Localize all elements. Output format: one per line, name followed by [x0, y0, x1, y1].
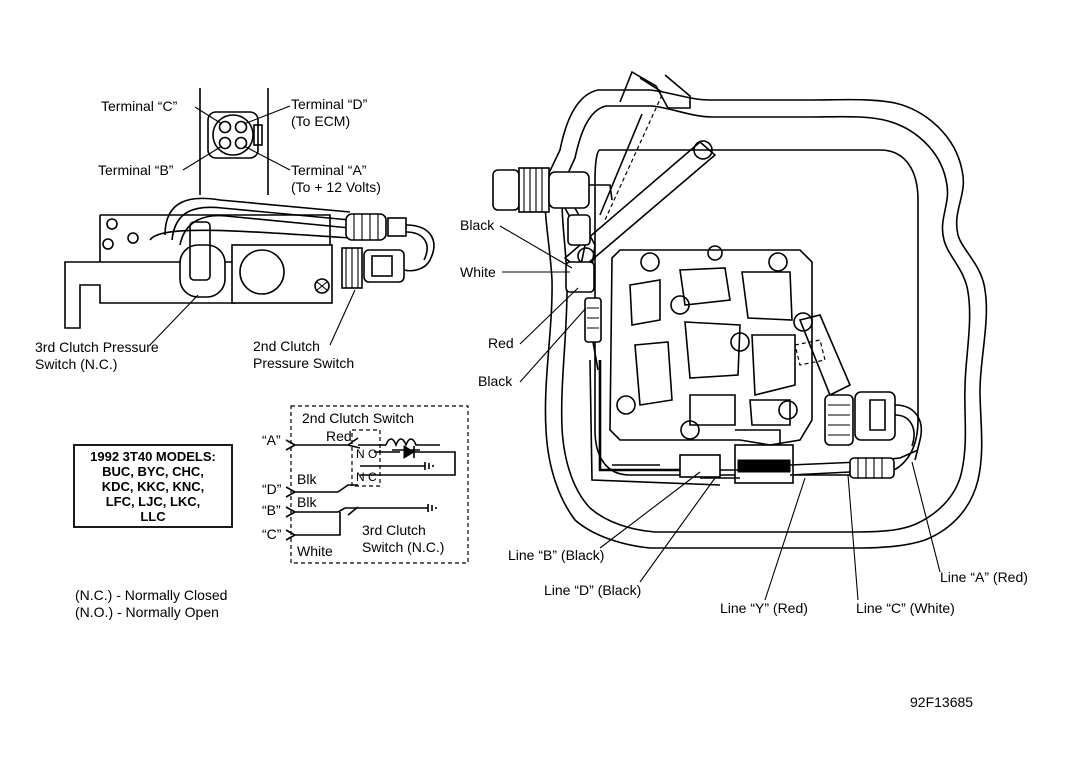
terminal-d-label: Terminal “D” — [291, 96, 368, 112]
models-box: 1992 3T40 MODELS: BUC, BYC, CHC, KDC, KK… — [73, 444, 233, 528]
schematic-wire-white: White — [297, 543, 333, 559]
terminal-c-label: Terminal “C” — [101, 98, 178, 114]
wire-white: White — [460, 264, 496, 280]
line-b-label: Line “B” (Black) — [508, 547, 604, 563]
schematic-term-d: “D” — [262, 481, 282, 497]
wire-leader-lines — [499, 225, 941, 601]
connector-end-view — [182, 88, 291, 195]
terminal-a-note: (To + 12 Volts) — [291, 179, 381, 195]
models-line-2: KDC, KKC, KNC, — [102, 479, 205, 494]
terminal-a-label: Terminal “A” — [291, 162, 367, 178]
models-line-4: LLC — [140, 509, 166, 524]
schematic-third-1: 3rd Clutch — [362, 522, 426, 538]
wire-black-top: Black — [460, 217, 495, 233]
third-clutch-label-1: 3rd Clutch Pressure — [35, 339, 159, 355]
line-y-label: Line “Y” (Red) — [720, 600, 808, 616]
schematic-third-2: Switch (N.C.) — [362, 539, 444, 555]
wire-black-bottom: Black — [478, 373, 513, 389]
schematic-term-a: “A” — [262, 432, 281, 448]
second-clutch-label-2: Pressure Switch — [253, 355, 354, 371]
schematic-wire-blk-1: Blk — [297, 471, 317, 487]
third-clutch-label-2: Switch (N.C.) — [35, 356, 117, 372]
models-line-1: BUC, BYC, CHC, — [102, 464, 204, 479]
wire-red: Red — [488, 335, 514, 351]
schematic-title: 2nd Clutch Switch — [302, 410, 414, 426]
schematic-term-b: “B” — [262, 502, 281, 518]
terminal-b-label: Terminal “B” — [98, 162, 174, 178]
legend-nc: (N.C.) - Normally Closed — [75, 587, 227, 603]
line-d-label: Line “D” (Black) — [544, 582, 641, 598]
terminal-d-note: (To ECM) — [291, 113, 350, 129]
switch-schematic — [285, 405, 469, 564]
valve-body-case — [492, 70, 988, 549]
line-a-label: Line “A” (Red) — [940, 569, 1028, 585]
models-line-3: LFC, LJC, LKC, — [106, 494, 201, 509]
figure-id: 92F13685 — [910, 694, 973, 710]
schematic-nc: N C — [356, 470, 377, 484]
schematic-term-c: “C” — [262, 526, 282, 542]
legend-no: (N.O.) - Normally Open — [75, 604, 219, 620]
pressure-switch-assembly — [64, 197, 435, 346]
schematic-no: N O — [356, 447, 377, 461]
schematic-wire-red: Red — [326, 428, 352, 444]
schematic-wire-blk-2: Blk — [297, 494, 317, 510]
second-clutch-label-1: 2nd Clutch — [253, 338, 320, 354]
models-title: 1992 3T40 MODELS: — [90, 449, 216, 464]
line-c-label: Line “C” (White) — [856, 600, 955, 616]
